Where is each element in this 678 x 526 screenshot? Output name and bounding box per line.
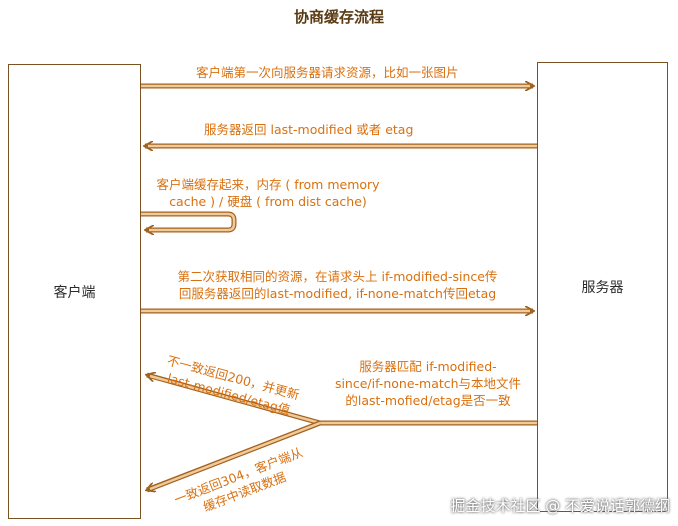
label-server-match: 服务器匹配 if-modified- since/if-none-match与本… [318,358,538,409]
diagram-title: 协商缓存流程 [293,8,384,26]
client-box: 客户端 [8,64,141,519]
label-server-match-line1: 服务器匹配 if-modified- [359,359,497,374]
label-server-match-line2: since/if-none-match与本地文件 [334,376,522,391]
label-client-cache: 客户端缓存起来，内存 ( from memory cache ) / 硬盘 ( … [144,176,392,210]
label-second-request-line1: 第二次获取相同的资源，在请求头上 if-modified-since传 [177,269,498,284]
server-label: 服务器 [581,280,624,296]
label-first-request: 客户端第一次向服务器请求资源，比如一张图片 [196,65,459,80]
server-box: 服务器 [537,62,668,512]
arrow-match-304 [147,420,321,490]
arrow-mismatch-200 [147,375,321,426]
label-server-response: 服务器返回 last-modified 或者 etag [204,122,414,137]
arrow-client-cache-loop [141,211,237,230]
label-second-request: 第二次获取相同的资源，在请求头上 if-modified-since传 回服务器… [150,268,525,302]
label-second-request-line2: 回服务器返回的last-modified, if-none-match传回eta… [178,286,497,301]
label-client-cache-line1: 客户端缓存起来，内存 ( from memory [156,177,380,192]
label-client-cache-line2: cache ) / 硬盘 ( from dist cache) [169,194,367,209]
watermark: 掘金技术社区 @ 不爱说话郭德纲 [450,497,670,515]
client-label: 客户端 [53,284,96,301]
label-server-match-line3: 的last-mofied/etag是否一致 [345,393,511,408]
